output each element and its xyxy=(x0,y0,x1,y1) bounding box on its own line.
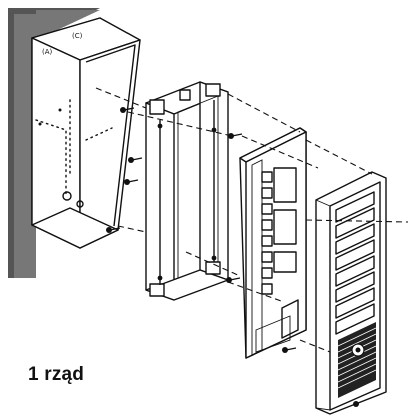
screw-icon xyxy=(106,227,121,233)
speaker-grille-icon xyxy=(337,322,377,398)
screw-icon-group-box xyxy=(106,107,143,233)
screw-icon xyxy=(124,179,139,185)
screw-icon xyxy=(120,107,135,113)
screw-icon xyxy=(353,401,359,407)
module-button-column xyxy=(261,171,273,295)
screw-icon xyxy=(128,157,143,163)
nameplate-list xyxy=(335,191,375,335)
diagram-caption: 1 rząd xyxy=(28,364,85,385)
assembly-guide-lines xyxy=(95,87,409,353)
front-panel-with-nameplates xyxy=(315,171,387,415)
screw-icon xyxy=(226,277,241,283)
screw-icon-group-frame xyxy=(226,133,243,283)
wall-label-right: (C) xyxy=(72,32,83,40)
screw-icon-group-module xyxy=(282,347,297,353)
flush-mounting-box xyxy=(31,17,141,249)
mounting-frame xyxy=(145,81,229,301)
screw-icon xyxy=(282,347,297,353)
wall-label-left: (A) xyxy=(42,48,53,56)
audio-module-with-buttons xyxy=(239,127,307,359)
